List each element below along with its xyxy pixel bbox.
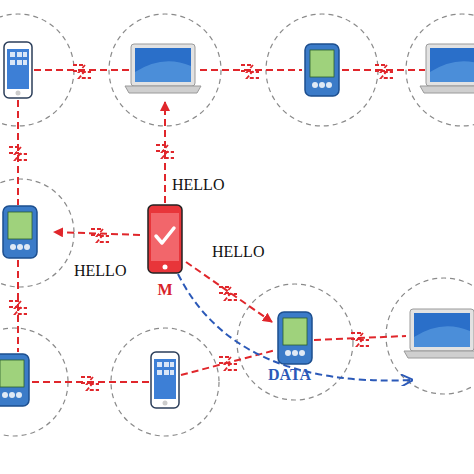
message-label: HELLO: [212, 243, 264, 261]
message-label: HELLO: [172, 176, 224, 194]
message-label: HELLO: [74, 262, 126, 280]
range-circles: [0, 14, 474, 436]
node-label: M: [140, 281, 190, 299]
data-path-arrow: [178, 274, 412, 381]
devices: [0, 42, 474, 408]
wireless-links: [18, 70, 425, 382]
red-phone-icon: [140, 203, 190, 275]
signal-zigzags: [9, 65, 393, 390]
hello-arrows: [54, 102, 272, 322]
message-label: DATA: [268, 366, 311, 384]
mobile-node: M: [140, 203, 190, 303]
